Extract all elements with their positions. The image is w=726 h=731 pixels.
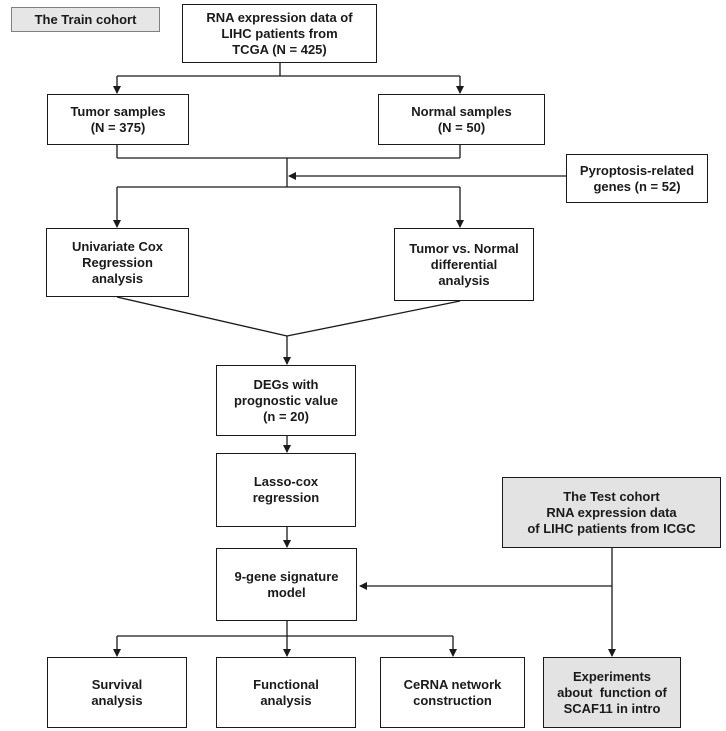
node-text: Survival [91, 676, 143, 692]
node-rna-tcga: RNA expression data of LIHC patients fro… [182, 4, 377, 63]
node-text: analysis [260, 692, 312, 708]
node-text: RNA expression data [546, 504, 677, 520]
connector-univariate-diag [116, 296, 288, 337]
node-text: TCGA (N = 425) [232, 41, 327, 57]
node-functional-analysis: Functional analysis [216, 657, 356, 728]
node-text: prognostic value [233, 392, 339, 408]
node-text: (n = 20) [263, 408, 309, 424]
node-text: Normal samples [411, 103, 512, 119]
node-univariate-cox: Univariate Cox Regression analysis [46, 228, 189, 297]
train-cohort-label: The Train cohort [11, 7, 160, 32]
node-text: CeRNA network [403, 676, 502, 692]
node-text: Lasso-cox [253, 474, 319, 489]
node-text: Experiments [572, 668, 652, 684]
node-normal-samples: Normal samples (N = 50) [378, 94, 545, 145]
node-text: Regression [82, 254, 153, 270]
node-gene-signature: 9-gene signature model [216, 548, 357, 621]
node-tumor-vs-normal: Tumor vs. Normal differential analysis [394, 228, 534, 301]
node-survival-analysis: Survival analysis [47, 657, 187, 728]
node-text: The Test cohort [563, 488, 660, 504]
node-degs: DEGs with prognostic value (n = 20) [216, 365, 356, 436]
node-text: RNA expression data of [206, 9, 353, 25]
node-text: analysis [91, 270, 144, 286]
node-text: construction [413, 692, 492, 708]
node-text: (N = 375) [90, 119, 146, 135]
node-text: differential [430, 256, 498, 272]
node-text: SCAF11 in intro [563, 700, 661, 716]
node-cerna-network: CeRNA network construction [380, 657, 525, 728]
node-text: analysis [438, 272, 490, 288]
node-test-cohort: The Test cohort RNA expression data of L… [502, 477, 721, 548]
connector-tvn-diag [286, 300, 461, 337]
node-text: regression [252, 490, 320, 505]
node-text: Tumor samples [70, 103, 166, 119]
node-text: Functional [253, 676, 319, 692]
node-lasso-cox: Lasso-cox regression [216, 453, 356, 527]
node-text: Tumor vs. Normal [409, 240, 519, 256]
node-experiments: Experiments about function of SCAF11 in … [543, 657, 681, 728]
node-text: Univariate Cox [71, 238, 164, 254]
node-text: DEGs with [253, 376, 319, 392]
node-text: about function of [557, 684, 667, 700]
node-text: LIHC patients from [221, 25, 338, 41]
node-pyroptosis-genes: Pyroptosis-related genes (n = 52) [566, 154, 708, 203]
node-text: of LIHC patients from ICGC [527, 520, 696, 536]
node-text: analysis [91, 692, 143, 708]
node-tumor-samples: Tumor samples (N = 375) [47, 94, 189, 145]
node-text: 9-gene signature [234, 568, 339, 584]
node-text: model [267, 584, 306, 600]
node-text: (N = 50) [437, 119, 486, 135]
node-text: genes (n = 52) [593, 178, 681, 194]
node-text: Pyroptosis-related [579, 162, 695, 178]
